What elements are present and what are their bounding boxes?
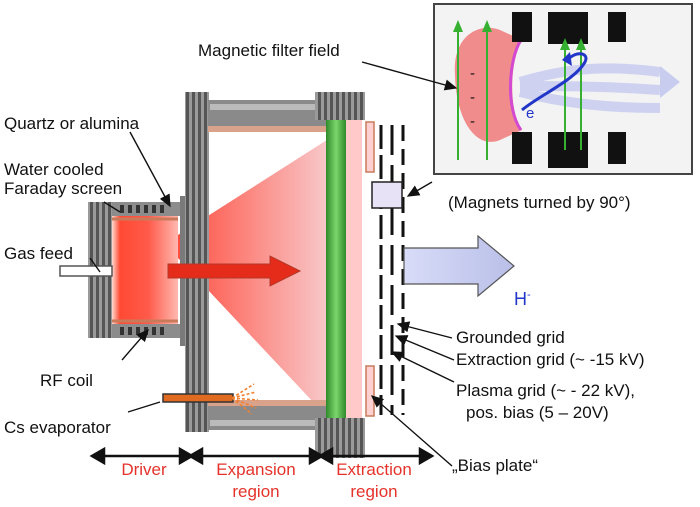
label-pos-bias: pos. bias (5 – 20V) — [466, 403, 609, 422]
label-extraction-grid: Extraction grid (~ -15 kV) — [456, 350, 645, 369]
label-grounded-grid: Grounded grid — [456, 328, 565, 347]
h-minus-output-arrow — [403, 234, 515, 298]
label-cs-evaporator: Cs evaporator — [4, 418, 111, 437]
region-extraction-line1: Extraction — [336, 460, 412, 479]
region-expansion-line2: region — [232, 482, 280, 501]
label-quartz-or-alumina: Quartz or alumina — [4, 114, 140, 133]
label-bias-plate: „Bias plate“ — [452, 456, 538, 475]
region-arrows — [89, 446, 435, 466]
detail-marker-box — [371, 181, 403, 209]
bias-plate-bottom — [365, 365, 375, 417]
inset-minus-1: - — [470, 65, 475, 82]
label-magnetic-filter-field: Magnetic filter field — [198, 41, 340, 60]
h-minus-base: H — [514, 289, 527, 309]
grid-lines — [379, 125, 405, 415]
magnetic-filter-bar — [326, 120, 346, 418]
leader-lines — [89, 61, 458, 467]
inset-electron-label: e — [526, 105, 535, 122]
inset-detail — [433, 3, 693, 175]
region-extraction-line2: region — [350, 482, 398, 501]
inset-minus-2: - — [470, 89, 475, 106]
expansion-plasma-fan — [178, 138, 330, 420]
label-plasma-grid: Plasma grid (~ - 22 kV), — [456, 381, 636, 400]
cs-evaporator — [162, 383, 259, 415]
expansion-chamber-walls — [185, 92, 326, 432]
label-h-minus: H- — [514, 286, 531, 309]
h-minus-superscript: - — [527, 289, 531, 301]
region-driver: Driver — [121, 460, 167, 479]
label-rf-coil: RF coil — [40, 371, 93, 390]
label-water-cooled: Water cooled — [4, 160, 104, 179]
gas-feed-tube — [59, 265, 113, 277]
label-gas-feed: Gas feed — [4, 244, 73, 263]
inset-minus-3: - — [470, 113, 475, 130]
label-magnets-turned: (Magnets turned by 90°) — [448, 193, 631, 212]
region-expansion-line1: Expansion — [216, 460, 296, 479]
bias-plate-top — [365, 121, 375, 173]
plasma-flow-arrow — [167, 255, 302, 287]
label-faraday-screen: Faraday screen — [4, 179, 123, 198]
